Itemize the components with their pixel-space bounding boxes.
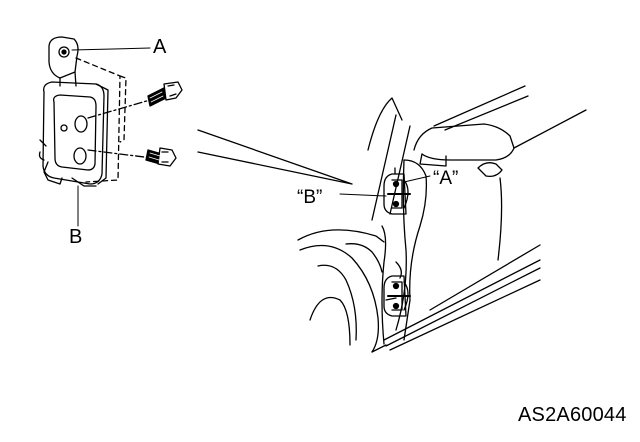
hinge-bolt-lower <box>145 147 177 167</box>
label-quoted-a: “A” <box>433 168 459 189</box>
wheel-arch <box>299 244 380 353</box>
car-body-view <box>297 85 587 353</box>
hinge-upper-ear <box>48 36 79 79</box>
hinge-body <box>42 81 105 185</box>
a-pillar <box>371 114 411 221</box>
car-upper-hinge <box>383 167 411 215</box>
door-hinge-detail <box>38 36 153 187</box>
hinge-pin-barrel <box>43 161 63 185</box>
label-b: B <box>69 226 83 248</box>
leader-a <box>71 47 151 51</box>
side-mirror <box>413 123 515 161</box>
figure-code: AS2A60044 <box>518 404 627 426</box>
leader-quoted-b <box>339 193 387 197</box>
door-front-edge <box>403 159 428 341</box>
car-lower-hinge <box>383 261 411 317</box>
leader-quoted-a <box>403 175 431 183</box>
alignment-guide <box>75 57 121 183</box>
door-sill <box>383 259 541 351</box>
label-a: A <box>153 36 167 58</box>
hinge-upper-hole <box>58 46 70 58</box>
hinge-bolt-hole-upper <box>74 115 88 133</box>
hinge-bolt-hole-lower <box>73 147 87 165</box>
label-quoted-b: “B” <box>297 187 323 208</box>
hinge-bolt-upper <box>147 81 183 107</box>
view-pointer <box>197 129 353 185</box>
front-fender <box>297 229 385 243</box>
door-handle <box>477 162 503 178</box>
